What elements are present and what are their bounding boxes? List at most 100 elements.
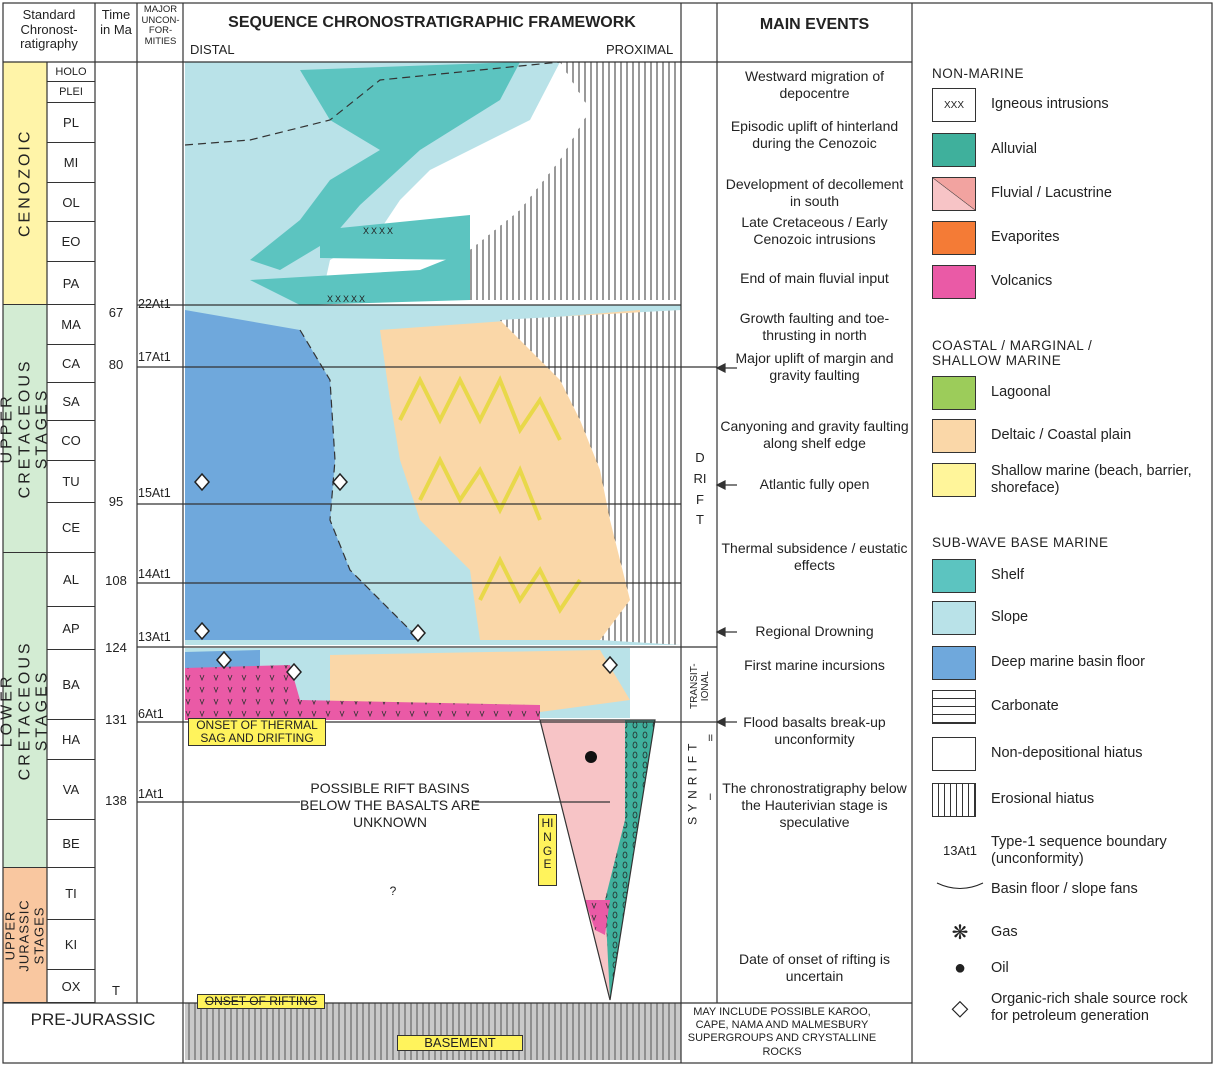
event-item: Late Cretaceous / Early Cenozoic intrusi… xyxy=(741,214,888,247)
legend-item-deltaic: Deltaic / Coastal plain xyxy=(932,419,1206,453)
stage-pl: PL xyxy=(47,103,95,143)
stage-sa: SA xyxy=(47,383,95,421)
legend-item-alluvial: Alluvial xyxy=(932,133,1206,167)
label-proximal: PROXIMAL xyxy=(606,42,674,57)
time-80: 80 xyxy=(108,357,124,372)
time-131: 131 xyxy=(105,712,127,727)
fans-icon xyxy=(932,880,988,899)
era-pre-jurassic: PRE-JURASSIC xyxy=(30,1010,156,1029)
legend-label: Carbonate xyxy=(991,698,1059,715)
event-item: First marine incursions xyxy=(744,657,885,673)
legend-label: Igneous intrusions xyxy=(991,96,1109,113)
legend-label: Volcanics xyxy=(991,273,1053,290)
igneous-swatch: XXX xyxy=(932,88,976,122)
event-item: End of main fluvial input xyxy=(740,270,889,286)
era-upper-jurassic: UPPER JURASSIC STAGES xyxy=(3,868,47,1003)
phase-synrift: SYNRIFT xyxy=(685,738,700,825)
phase-synrift-ii: II xyxy=(708,733,714,743)
stage-ol: OL xyxy=(47,183,95,222)
event-item: Canyoning and gravity faulting along she… xyxy=(720,418,909,451)
event-item: Date of onset of rifting is uncertain xyxy=(739,951,890,984)
header-time: Time in Ma xyxy=(100,7,132,37)
legend-item-seq: 13At1 Type-1 sequence boundary (unconform… xyxy=(932,834,1206,869)
event-item: Episodic uplift of hinterland during the… xyxy=(730,118,899,151)
legend-label: Erosional hiatus xyxy=(991,791,1095,808)
legend-item-deep: Deep marine basin floor xyxy=(932,646,1206,680)
erosional-swatch xyxy=(932,783,976,817)
oil-icon: ● xyxy=(953,957,967,979)
legend-label: Slope xyxy=(991,609,1029,626)
time-95: 95 xyxy=(108,494,124,509)
stage-eo: EO xyxy=(47,222,95,262)
seq-code: 13At1 xyxy=(943,843,977,859)
lagoonal-swatch xyxy=(932,376,976,410)
legend-label: Type-1 sequence boundary (unconformity) xyxy=(991,834,1167,868)
stage-mi: MI xyxy=(47,143,95,183)
slope-swatch xyxy=(932,601,976,635)
evaporites-swatch xyxy=(932,221,976,255)
legend-label: Oil xyxy=(991,959,1009,976)
fluvial-swatch xyxy=(932,177,976,211)
legend-label: Organic-rich shale source rock for petro… xyxy=(991,991,1188,1025)
event-item: Flood basalts break-up unconformity xyxy=(743,714,886,747)
legend-label: Shallow marine (beach, barrier, shorefac… xyxy=(991,463,1192,497)
legend-label: Evaporites xyxy=(991,229,1060,246)
seq-icon: 13At1 xyxy=(932,842,988,860)
legend-item-nondep: Non-depositional hiatus xyxy=(932,737,1206,771)
framework-upper-cretaceous xyxy=(185,305,681,645)
time-67: 67 xyxy=(108,305,124,320)
legend-item-shallow: Shallow marine (beach, barrier, shorefac… xyxy=(932,463,1206,498)
stage-ti: TI xyxy=(47,868,95,920)
event-item: Atlantic fully open xyxy=(759,476,870,492)
legend-label: Fluvial / Lacustrine xyxy=(991,185,1112,202)
stage-pa: PA xyxy=(47,262,95,305)
shale-icon: ◇ xyxy=(951,995,969,1021)
unconformity-14At1: 14At1 xyxy=(138,567,171,581)
legend-item-fans: Basin floor / slope fans xyxy=(932,880,1206,899)
legend-item-carbonate: Carbonate xyxy=(932,690,1206,724)
stage-al: AL xyxy=(47,553,95,607)
nondep-swatch xyxy=(932,737,976,771)
stage-plei: PLEI xyxy=(47,82,95,103)
label-onset-rifting: ONSET OF RIFTING xyxy=(197,994,325,1010)
stage-co: CO xyxy=(47,421,95,461)
event-item: Thermal subsidence / eustatic effects xyxy=(721,540,908,573)
legend-label: Shelf xyxy=(991,567,1025,584)
time-138: 138 xyxy=(105,793,127,808)
framework-cenozoic xyxy=(185,62,681,305)
legend-label: Alluvial xyxy=(991,141,1037,158)
era-cenozoic: CENOZOIC xyxy=(3,62,47,305)
unconformity-1At1: 1At1 xyxy=(138,787,164,801)
stage-ox: OX xyxy=(47,970,95,1003)
carbonate-swatch xyxy=(932,690,976,724)
label-rift-basins-unknown: POSSIBLE RIFT BASINS BELOW THE BASALTS A… xyxy=(300,780,480,830)
stage-ma: MA xyxy=(47,305,95,345)
shelf-swatch xyxy=(932,559,976,593)
legend-heading-subwave: SUB-WAVE BASE MARINE xyxy=(932,535,1109,550)
unconformity-22At1: 22At1 xyxy=(138,297,171,311)
deltaic-swatch xyxy=(932,419,976,453)
era-jurassic-bg xyxy=(3,868,47,1003)
era-cretaceous-bg xyxy=(3,305,47,868)
label-basement: BASEMENT xyxy=(397,1035,523,1052)
era-cenozoic-bg xyxy=(3,62,47,305)
legend-item-evaporites: Evaporites xyxy=(932,221,1206,255)
stage-ce: CE xyxy=(47,503,95,553)
label-onset-thermal-sag: ONSET OF THERMAL SAG AND DRIFTING xyxy=(188,718,326,747)
unconformity-17At1: 17At1 xyxy=(138,350,171,364)
stage-ap: AP xyxy=(47,607,95,650)
intrusion-marks-pa: XXXXX xyxy=(327,294,368,304)
label-distal: DISTAL xyxy=(190,42,235,57)
legend-item-oil: ● Oil xyxy=(932,957,1206,980)
unconformity-6At1: 6At1 xyxy=(138,707,164,721)
basement-fill xyxy=(185,1003,681,1060)
time-124: 124 xyxy=(105,640,127,655)
legend-item-fluvial: Fluvial / Lacustrine xyxy=(932,177,1206,211)
phase-transitional: TRANSIT-IONAL xyxy=(688,663,711,709)
oil-marker xyxy=(585,751,597,763)
header-framework: SEQUENCE CHRONOSTRATIGRAPHIC FRAMEWORK xyxy=(228,14,636,31)
alluvial-swatch xyxy=(932,133,976,167)
phase-synrift-i: I xyxy=(709,792,712,802)
legend-label: Deltaic / Coastal plain xyxy=(991,427,1132,444)
